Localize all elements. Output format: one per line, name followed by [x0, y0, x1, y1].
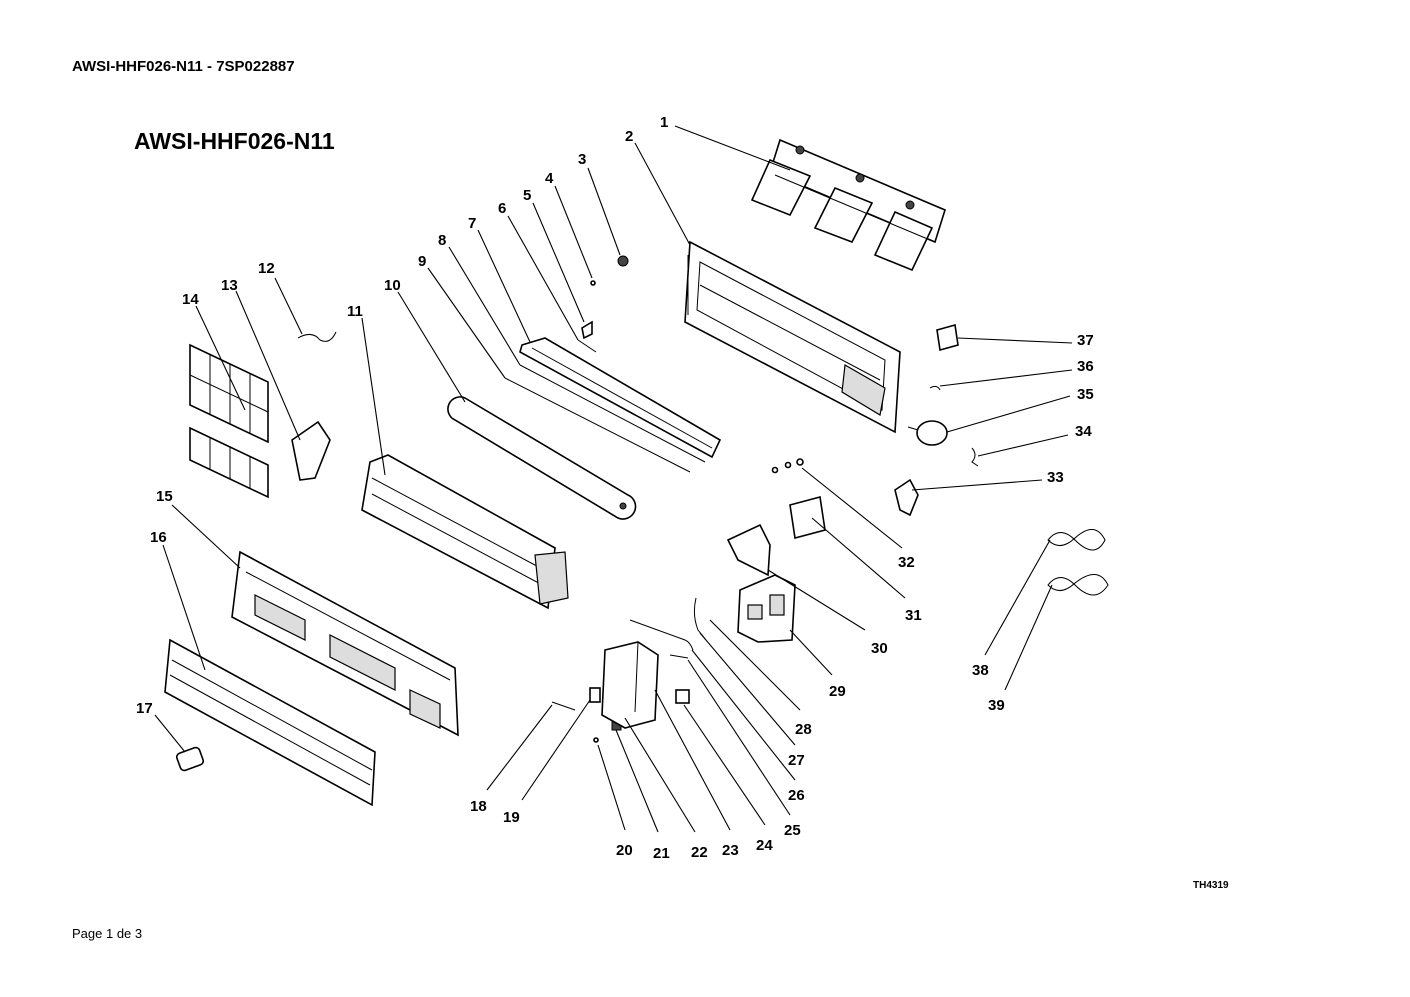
label-6: 6 [498, 200, 506, 217]
label-10: 10 [384, 277, 401, 294]
label-23: 23 [722, 842, 739, 859]
label-29: 29 [829, 683, 846, 700]
part-number-labels: 1 2 3 4 5 6 7 8 9 10 11 12 13 14 15 16 1… [136, 114, 1094, 862]
part-sensor [589, 687, 601, 703]
part-motor-clip [971, 447, 979, 467]
label-13: 13 [221, 277, 238, 294]
part-cable-39 [1047, 574, 1109, 596]
document-header: AWSI-HHF026-N11 - 7SP022887 [72, 58, 295, 75]
part-rear-chassis [684, 240, 901, 434]
label-25: 25 [784, 822, 801, 839]
label-14: 14 [182, 291, 199, 308]
label-26: 26 [788, 787, 805, 804]
label-37: 37 [1077, 332, 1094, 349]
part-pin [590, 280, 596, 286]
part-air-filters [189, 343, 269, 499]
part-relay [675, 689, 690, 704]
label-35: 35 [1077, 386, 1094, 403]
part-box-cover [726, 523, 771, 577]
part-drain-hose [297, 331, 337, 342]
label-20: 20 [616, 842, 633, 859]
diagram-title: AWSI-HHF026-N11 [134, 128, 335, 154]
label-34: 34 [1075, 423, 1092, 440]
label-12: 12 [258, 260, 275, 277]
label-3: 3 [578, 151, 586, 168]
part-cable-38 [1047, 529, 1106, 551]
label-15: 15 [156, 488, 173, 505]
label-4: 4 [545, 170, 554, 187]
label-21: 21 [653, 845, 670, 862]
label-5: 5 [523, 187, 531, 204]
label-31: 31 [905, 607, 922, 624]
part-wire [629, 619, 694, 651]
label-28: 28 [795, 721, 812, 738]
part-evaporator [361, 454, 569, 610]
label-11: 11 [347, 303, 363, 320]
part-mounting-plate [750, 138, 946, 272]
label-18: 18 [470, 798, 487, 815]
label-2: 2 [625, 128, 633, 145]
label-32: 32 [898, 554, 915, 571]
part-strip-upper [519, 364, 706, 463]
label-7: 7 [468, 215, 476, 232]
label-17: 17 [136, 700, 153, 717]
part-clip [581, 320, 593, 340]
label-30: 30 [871, 640, 888, 657]
label-24: 24 [756, 837, 773, 854]
drawing-code: TH4319 [1193, 880, 1229, 891]
part-screws [771, 458, 804, 474]
part-sensor-wire [551, 701, 576, 711]
part-front-frame [231, 550, 459, 737]
part-remote-holder [175, 746, 205, 772]
label-1: 1 [660, 114, 668, 131]
part-control-box [601, 641, 659, 729]
part-side-bracket [291, 420, 331, 481]
part-strip-lower [504, 377, 691, 473]
part-insulation-pad [789, 495, 826, 540]
part-motor-bracket [894, 478, 919, 517]
label-16: 16 [150, 529, 167, 546]
part-small-bracket [936, 323, 959, 352]
label-27: 27 [788, 752, 805, 769]
page-footer: Page 1 de 3 [72, 926, 143, 941]
part-thermistor [669, 654, 689, 659]
leader-lines [154, 125, 1073, 833]
part-drain-tray [519, 337, 722, 459]
part-hook [929, 385, 941, 391]
part-gear [617, 255, 629, 267]
label-19: 19 [503, 809, 520, 826]
label-38: 38 [972, 662, 989, 679]
part-crossflow-fan [447, 396, 637, 520]
part-wire-2 [693, 597, 707, 641]
label-33: 33 [1047, 469, 1064, 486]
label-39: 39 [988, 697, 1005, 714]
part-fan-motor [907, 420, 948, 446]
label-8: 8 [438, 232, 446, 249]
label-36: 36 [1077, 358, 1094, 375]
label-9: 9 [418, 253, 426, 270]
label-22: 22 [691, 844, 708, 861]
part-front-grille [164, 638, 376, 807]
part-screw [593, 737, 599, 743]
part-electrical-box [737, 574, 796, 643]
